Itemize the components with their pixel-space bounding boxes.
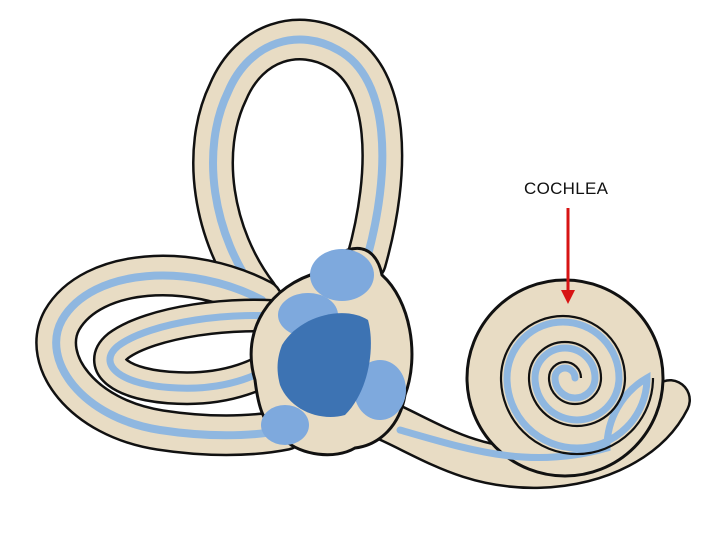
lateral-semicircular-canal bbox=[93, 298, 309, 406]
cochlear-fluid-spiral bbox=[396, 318, 651, 462]
posterior-canal-fluid bbox=[52, 271, 289, 440]
cochlear-spiral-line bbox=[499, 314, 655, 456]
utricle bbox=[310, 249, 374, 301]
label-arrow-head bbox=[561, 290, 575, 304]
anterior-canal-fluid bbox=[209, 35, 387, 299]
lateral-canal-fluid bbox=[106, 312, 296, 392]
posterior-semicircular-canal bbox=[35, 254, 306, 457]
anterior-semicircular-canal bbox=[192, 18, 404, 316]
vestibule-dark-chamber bbox=[277, 313, 371, 417]
cochlea bbox=[396, 278, 665, 478]
saccule bbox=[354, 360, 406, 420]
cochlea-label: COCHLEA bbox=[524, 179, 609, 198]
ampulla-lower bbox=[261, 405, 309, 445]
vestibule bbox=[249, 246, 414, 457]
